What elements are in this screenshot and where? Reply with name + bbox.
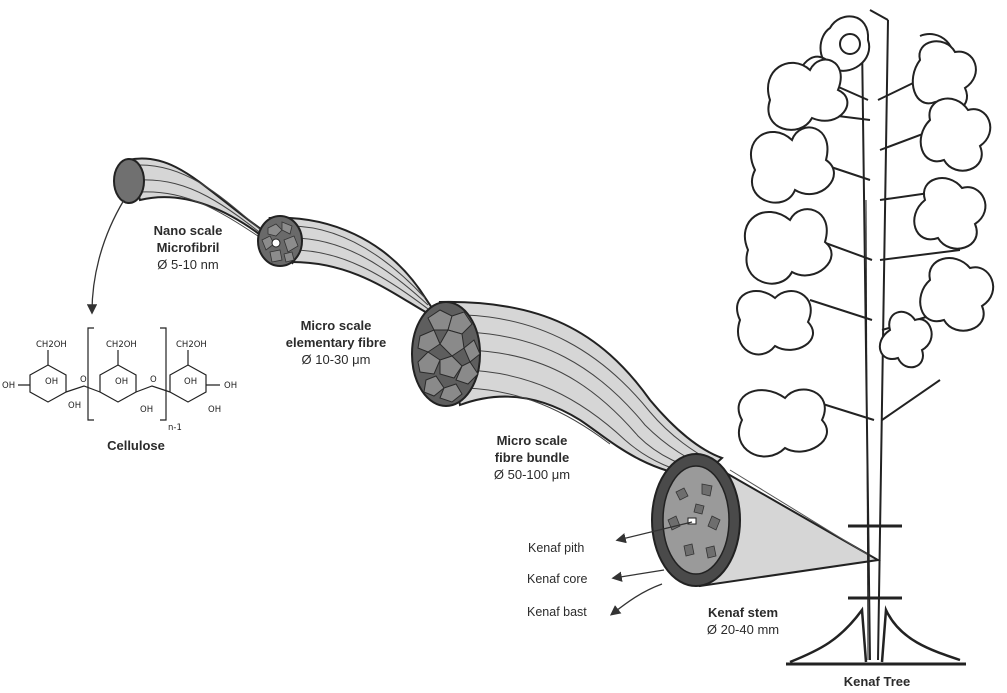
oh-label: OH (45, 377, 58, 387)
oh-label: OH (2, 381, 15, 391)
oh-label: OH (115, 377, 128, 387)
kenaf-stem-label: Kenaf stem Ø 20-40 mm (678, 604, 808, 638)
oh-label: OH (68, 401, 81, 411)
elementary-title-1: Micro scale (266, 317, 406, 334)
elementary-fibre (258, 216, 440, 320)
nano-title-1: Nano scale (128, 222, 248, 239)
kenaf-tree-label: Kenaf Tree (822, 673, 932, 690)
kenaf-pith-label: Kenaf pith (528, 541, 584, 555)
kenaf-bast-label: Kenaf bast (527, 605, 587, 619)
nano-scale-label: Nano scale Microfibril Ø 5-10 nm (128, 222, 248, 273)
o-label: O (150, 375, 157, 385)
oh-label: OH (140, 405, 153, 415)
bundle-dimension: Ø 50-100 μm (462, 466, 602, 483)
elementary-dimension: Ø 10-30 μm (266, 351, 406, 368)
o-label: O (80, 375, 87, 385)
elementary-fibre-label: Micro scale elementary fibre Ø 10-30 μm (266, 317, 406, 368)
fibre-bundle-label: Micro scale fibre bundle Ø 50-100 μm (462, 432, 602, 483)
elementary-title-2: elementary fibre (266, 334, 406, 351)
cellulose-labels: CH2OH CH2OH CH2OH OH OH OH OH OH OH OH O… (2, 340, 237, 433)
kenaf-stem (652, 454, 878, 586)
ch2oh-label: CH2OH (176, 340, 207, 350)
tree-title: Kenaf Tree (822, 673, 932, 690)
cellulose-label: Cellulose (96, 437, 176, 454)
ch2oh-label: CH2OH (36, 340, 67, 350)
repeat-subscript: n-1 (168, 423, 182, 433)
stem-dimension: Ø 20-40 mm (678, 621, 808, 638)
oh-label: OH (184, 377, 197, 387)
bast-arrow (612, 584, 662, 614)
kenaf-core-label: Kenaf core (527, 572, 587, 586)
oh-label: OH (224, 381, 237, 391)
cellulose-title: Cellulose (96, 437, 176, 454)
bundle-title-2: fibre bundle (462, 449, 602, 466)
bundle-title-1: Micro scale (462, 432, 602, 449)
stem-title: Kenaf stem (678, 604, 808, 621)
oh-label: OH (208, 405, 221, 415)
microfibril-to-cellulose-arrow (92, 200, 124, 312)
ch2oh-label: CH2OH (106, 340, 137, 350)
nano-title-2: Microfibril (128, 239, 248, 256)
nano-dimension: Ø 5-10 nm (128, 256, 248, 273)
core-arrow (614, 570, 664, 578)
